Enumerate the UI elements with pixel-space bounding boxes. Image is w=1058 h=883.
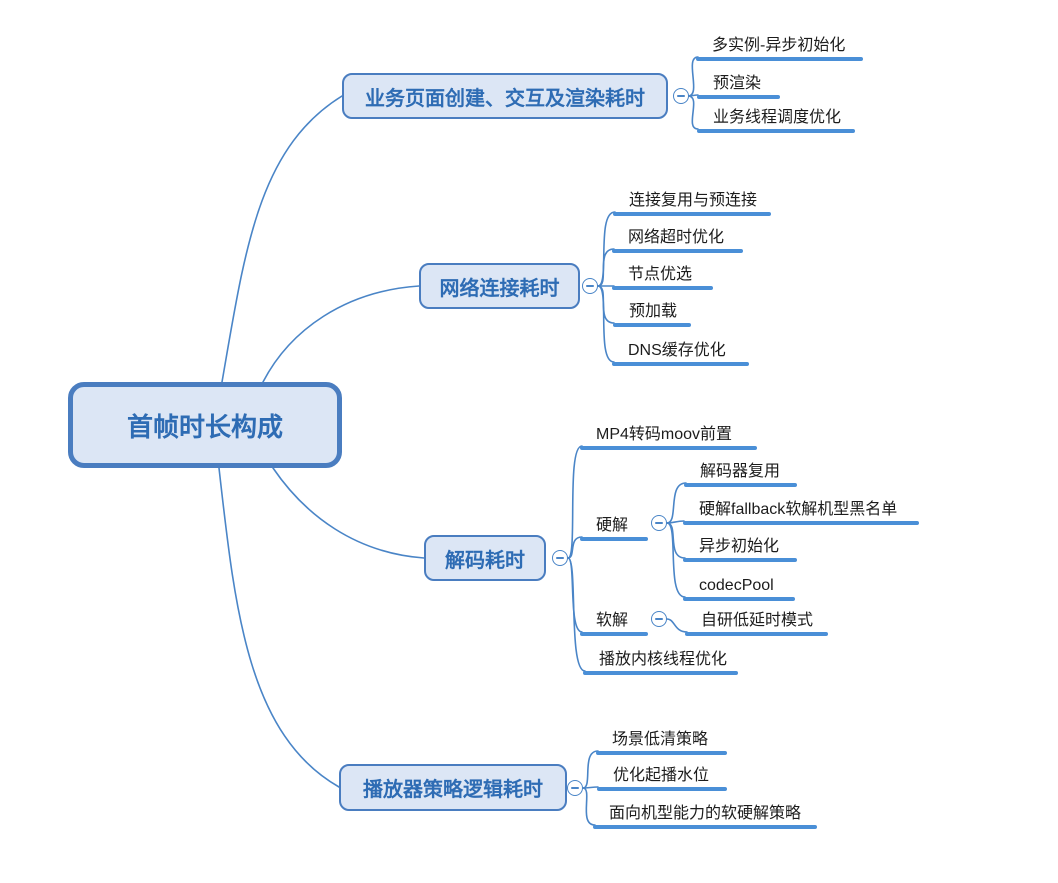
- topic-label: DNS缓存优化: [628, 342, 726, 359]
- minus-icon: [677, 95, 685, 97]
- topic-label: 业务线程调度优化: [713, 109, 842, 126]
- minus-icon: [556, 557, 564, 559]
- topic-label: 异步初始化: [699, 538, 780, 555]
- topic-decoder-reuse[interactable]: 解码器复用: [684, 460, 797, 487]
- topic-underline: [696, 57, 863, 61]
- connector-line: [666, 520, 685, 524]
- connector-line: [262, 285, 420, 383]
- topic-sw-hw-decode-strategy[interactable]: 面向机型能力的软硬解策略: [593, 802, 817, 829]
- topic-codec-pool[interactable]: codecPool: [683, 574, 795, 601]
- topic-startup-watermark-opt[interactable]: 优化起播水位: [597, 764, 727, 791]
- topic-label: 播放器策略逻辑耗时: [363, 779, 543, 801]
- minus-icon: [655, 618, 663, 620]
- connector-line: [218, 467, 340, 788]
- collapse-button-network-connection[interactable]: [582, 278, 598, 294]
- topic-label: 业务页面创建、交互及渲染耗时: [365, 87, 645, 110]
- topic-mp4-moov-front[interactable]: MP4转码moov前置: [580, 423, 757, 450]
- topic-preload[interactable]: 预加载: [613, 300, 691, 327]
- topic-hw-decode[interactable]: 硬解: [580, 514, 648, 541]
- topic-underline: [612, 362, 749, 366]
- topic-sw-decode[interactable]: 软解: [580, 609, 648, 636]
- minus-icon: [586, 285, 594, 287]
- topic-label: 面向机型能力的软硬解策略: [609, 805, 802, 822]
- collapse-button-player-strategy[interactable]: [567, 780, 583, 796]
- topic-label: 连接复用与预连接: [629, 192, 758, 209]
- topic-biz-page-render[interactable]: 业务页面创建、交互及渲染耗时: [342, 73, 668, 119]
- topic-underline: [596, 751, 727, 755]
- topic-underline: [697, 129, 855, 133]
- topic-label: 硬解fallback软解机型黑名单: [699, 501, 898, 518]
- topic-async-init[interactable]: 异步初始化: [683, 535, 797, 562]
- topic-underline: [685, 632, 828, 636]
- topic-low-latency-mode[interactable]: 自研低延时模式: [685, 609, 828, 636]
- collapse-button-hw-decode[interactable]: [651, 515, 667, 531]
- root-topic-first-frame-duration[interactable]: 首帧时长构成: [68, 382, 342, 468]
- topic-underline: [593, 825, 817, 829]
- topic-label: 网络连接耗时: [439, 277, 560, 300]
- connector-line: [567, 445, 583, 559]
- topic-underline: [683, 558, 797, 562]
- topic-dns-cache-opt[interactable]: DNS缓存优化: [612, 339, 749, 366]
- topic-multi-instance-async-init[interactable]: 多实例-异步初始化: [696, 34, 863, 61]
- topic-underline: [613, 323, 691, 327]
- connector-line: [597, 285, 615, 324]
- connector-line: [666, 618, 688, 633]
- minus-icon: [655, 522, 663, 524]
- topic-label: MP4转码moov前置: [596, 426, 733, 443]
- topic-scene-low-def-strategy[interactable]: 场景低清策略: [596, 728, 727, 755]
- topic-label: 自研低延时模式: [701, 612, 814, 629]
- topic-underline: [612, 286, 713, 290]
- topic-prerender[interactable]: 预渲染: [697, 72, 780, 99]
- connector-line: [272, 467, 425, 559]
- collapse-button-decode[interactable]: [552, 550, 568, 566]
- collapse-button-sw-decode[interactable]: [651, 611, 667, 627]
- root-topic-label: 首帧时长构成: [126, 411, 283, 442]
- topic-label: 优化起播水位: [613, 767, 710, 784]
- minus-icon: [571, 787, 579, 789]
- topic-label: 节点优选: [628, 266, 693, 283]
- topic-underline: [580, 632, 648, 636]
- topic-label: 网络超时优化: [628, 229, 725, 246]
- topic-underline: [597, 787, 727, 791]
- topic-label: 软解: [596, 612, 629, 629]
- topic-player-kernel-thread-opt[interactable]: 播放内核线程优化: [583, 648, 738, 675]
- topic-label: 多实例-异步初始化: [712, 37, 846, 54]
- topic-label: codecPool: [699, 577, 774, 594]
- topic-underline: [683, 521, 919, 525]
- topic-underline: [583, 671, 738, 675]
- topic-decode[interactable]: 解码耗时: [424, 535, 546, 581]
- topic-label: 硬解: [596, 517, 629, 534]
- topic-underline: [612, 249, 743, 253]
- topic-underline: [683, 597, 795, 601]
- collapse-button-biz-page-render[interactable]: [673, 88, 689, 104]
- topic-biz-thread-scheduling[interactable]: 业务线程调度优化: [697, 106, 855, 133]
- topic-label: 解码器复用: [700, 463, 781, 480]
- topic-underline: [697, 95, 780, 99]
- topic-player-strategy[interactable]: 播放器策略逻辑耗时: [339, 764, 567, 811]
- topic-label: 预加载: [629, 303, 678, 320]
- connector-line: [221, 95, 343, 383]
- topic-underline: [580, 537, 648, 541]
- topic-hw-fallback-blacklist[interactable]: 硬解fallback软解机型黑名单: [683, 498, 919, 525]
- topic-label: 预渲染: [713, 75, 762, 92]
- topic-underline: [580, 446, 757, 450]
- topic-network-timeout-opt[interactable]: 网络超时优化: [612, 226, 743, 253]
- topic-label: 播放内核线程优化: [599, 651, 728, 668]
- topic-connection-reuse-preconnect[interactable]: 连接复用与预连接: [613, 189, 771, 216]
- topic-underline: [684, 483, 797, 487]
- topic-network-connection[interactable]: 网络连接耗时: [419, 263, 580, 309]
- topic-label: 场景低清策略: [612, 731, 709, 748]
- topic-label: 解码耗时: [445, 549, 525, 572]
- topic-node-selection[interactable]: 节点优选: [612, 263, 713, 290]
- connector-line: [582, 750, 599, 789]
- topic-underline: [613, 212, 771, 216]
- connector-line: [582, 786, 599, 789]
